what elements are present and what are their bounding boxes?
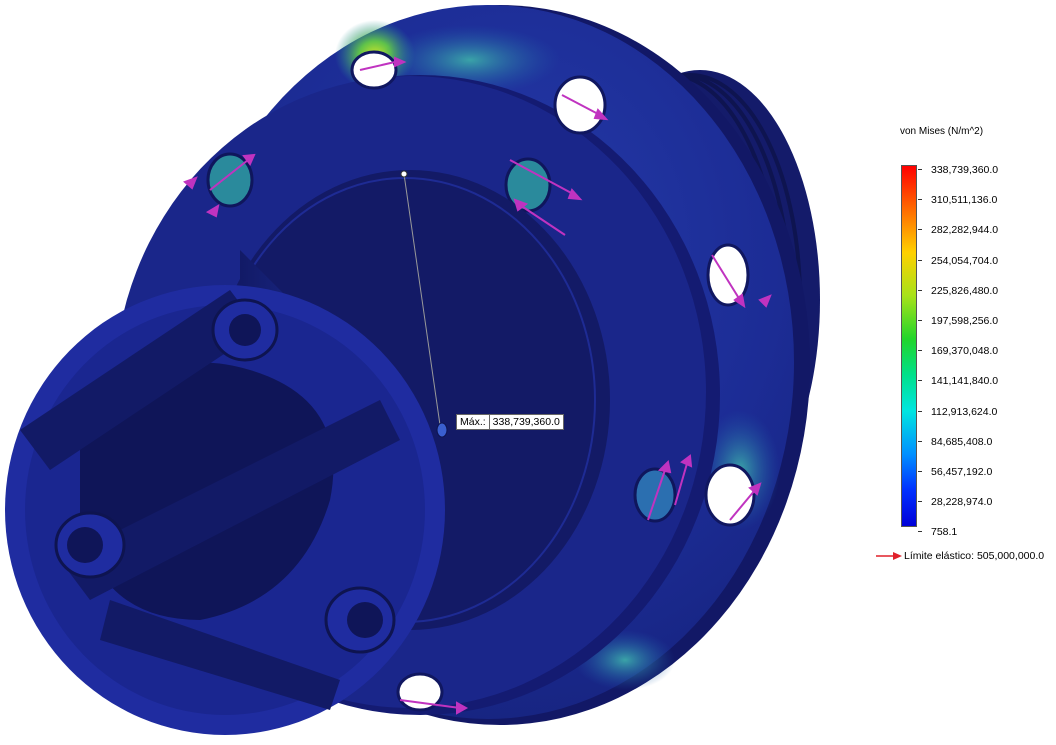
legend-tick-label: 56,457,192.0 [931, 466, 993, 478]
yield-label: Límite elástico: 505,000,000.0 [904, 550, 1045, 562]
coupling-face [5, 285, 445, 735]
legend-title: von Mises (N/m^2) [900, 126, 984, 137]
legend-tick-label: 758.1 [931, 526, 958, 539]
fea-model-render [5, 5, 820, 735]
legend-tick-label: 310,511,136.0 [931, 194, 998, 207]
legend-tick-label: 141,141,840.0 [931, 375, 999, 388]
probe-leader-line [403, 173, 441, 426]
legend-tick-mark [918, 229, 922, 231]
legend-tick-label: 282,282,944.0 [931, 224, 999, 237]
legend-tick-label: 254,054,704.0 [931, 254, 999, 267]
legend-tick-mark [918, 380, 922, 382]
legend-tick-mark [918, 320, 922, 321]
legend-tick-mark [918, 410, 922, 412]
legend-tick-mark [918, 289, 922, 291]
stress-legend[interactable]: von Mises (N/m^2) 338,739,360.0 310,511,1… [860, 0, 1056, 740]
legend-tick-label: 112,913,624.0 [931, 405, 998, 418]
legend-tick-mark [918, 199, 922, 201]
legend-tick-mark [918, 259, 922, 261]
legend-tick-mark [918, 440, 922, 442]
legend-tick-label: 169,370,048.0 [931, 345, 999, 358]
legend-tick-label: 28,228,974.0 [931, 496, 993, 509]
color-scale-bar [901, 165, 917, 527]
bolt-holes [206, 50, 756, 712]
legend-tick-label: 197,598,256.0 [931, 315, 999, 327]
max-stress-label[interactable]: Máx.: 338,739,360.0 [456, 414, 564, 430]
legend-tick-label: 338,739,360.0 [931, 164, 999, 176]
legend-tick-mark [918, 169, 922, 170]
model-viewport[interactable]: Máx.: 338,739,360.0 [0, 0, 860, 740]
max-label-caption: Máx.: [460, 416, 486, 428]
legend-tick-label: 84,685,408.0 [931, 435, 993, 448]
yield-arrow-icon [876, 552, 902, 560]
probe-anchor [400, 170, 408, 178]
legend-tick-label: 225,826,480.0 [931, 284, 999, 297]
load-arrows [183, 56, 772, 715]
legend-tick-mark [918, 350, 922, 352]
legend-tick-mark [918, 531, 922, 533]
yield-strength-indicator: Límite elástico: 505,000,000.0 [876, 550, 1044, 562]
legend-tick-mark [918, 501, 922, 503]
max-label-value: 338,739,360.0 [488, 415, 563, 429]
legend-tick-mark [918, 471, 922, 472]
max-marker[interactable] [436, 422, 448, 438]
